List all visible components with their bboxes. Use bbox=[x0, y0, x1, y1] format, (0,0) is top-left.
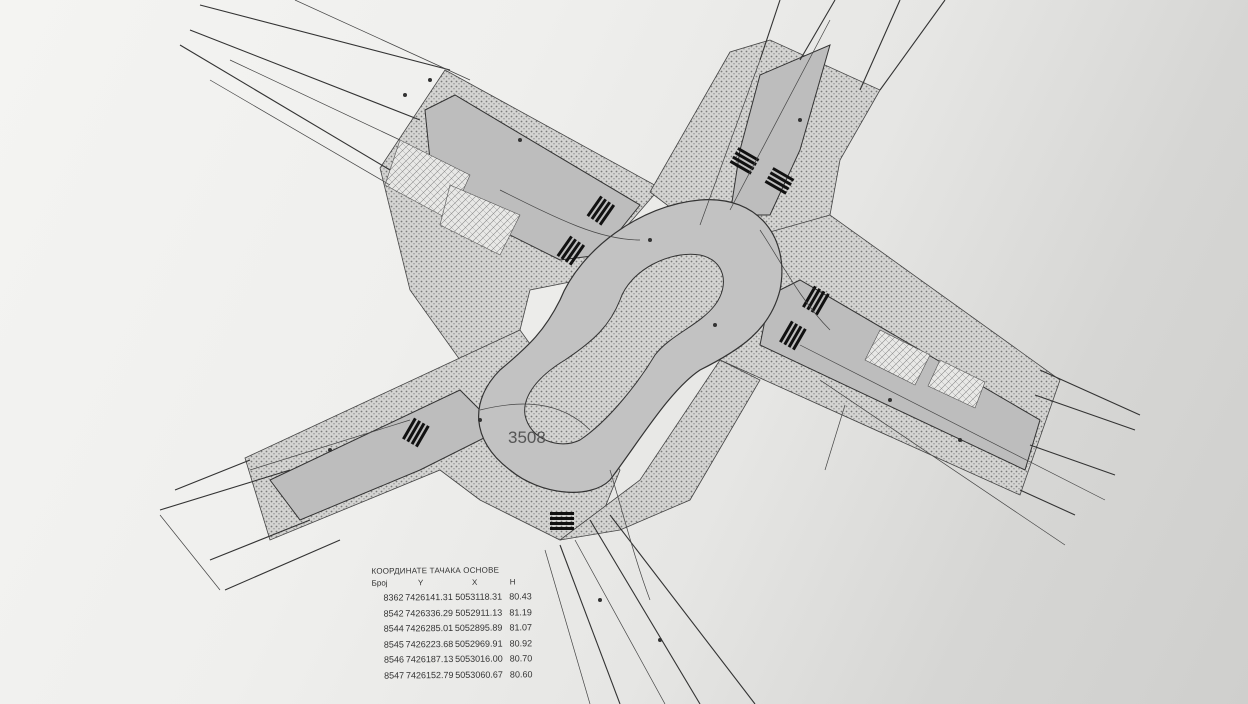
table-row: 8544 7426285.01 5052895.89 81.07 bbox=[372, 620, 532, 637]
col-header-x: X bbox=[471, 577, 478, 587]
coordinates-table-title: КООРДИНАТЕ ТАЧАКА ОСНОВЕ bbox=[371, 565, 500, 576]
central-island bbox=[524, 253, 724, 445]
table-row: 8545 7426223.68 5052969.91 80.92 bbox=[372, 636, 532, 653]
cell-h: 80.92 bbox=[509, 637, 533, 648]
crosswalk-sw bbox=[402, 417, 430, 448]
cell-y: 7426141.31 bbox=[405, 591, 453, 603]
sidewalk-s-corner bbox=[559, 359, 761, 541]
road-sw bbox=[269, 389, 501, 521]
table-row: 8546 7426187.13 5053016.00 80.70 bbox=[372, 651, 532, 668]
table-row: 8547 7426152.79 5053060.67 80.60 bbox=[372, 667, 532, 684]
crosswalk-e-1 bbox=[802, 285, 830, 316]
coordinates-table-header: Број Y X H bbox=[372, 577, 532, 587]
elevation-markers bbox=[328, 78, 962, 642]
cell-id: 8544 bbox=[383, 623, 404, 634]
crosswalk-nw-2 bbox=[556, 235, 586, 266]
col-header-h: H bbox=[509, 577, 516, 587]
survey-lines bbox=[159, 0, 1141, 704]
cell-x: 5052969.91 bbox=[454, 638, 503, 649]
cell-y: 7426223.68 bbox=[405, 638, 454, 649]
cell-x: 5053016.00 bbox=[455, 653, 503, 664]
cell-id: 8545 bbox=[383, 638, 404, 650]
cell-h: 80.43 bbox=[509, 591, 532, 602]
crosswalk-ne-2 bbox=[764, 167, 795, 195]
crosswalk-e-2 bbox=[779, 320, 807, 351]
cell-h: 80.70 bbox=[509, 653, 533, 664]
cell-id: 8542 bbox=[383, 607, 404, 619]
cell-id: 8546 bbox=[383, 654, 405, 665]
col-header-id: Број bbox=[371, 578, 388, 588]
cell-x: 5052895.89 bbox=[454, 622, 503, 633]
cell-y: 7426187.13 bbox=[405, 653, 454, 665]
cell-id: 8547 bbox=[384, 669, 405, 681]
cell-x: 5052911.13 bbox=[455, 607, 503, 618]
crosswalk-ne-1 bbox=[729, 147, 760, 175]
table-row: 8542 7426336.29 5052911.13 81.19 bbox=[372, 605, 532, 622]
pedestrian-crossings bbox=[402, 147, 830, 530]
cell-y: 7426285.01 bbox=[405, 622, 454, 634]
cell-y: 7426336.29 bbox=[405, 607, 453, 618]
cell-h: 81.19 bbox=[509, 606, 532, 617]
cell-x: 5053060.67 bbox=[455, 669, 503, 680]
cell-x: 5053118.31 bbox=[455, 591, 503, 602]
cell-id: 8362 bbox=[383, 592, 404, 603]
crosswalk-nw-1 bbox=[586, 195, 616, 226]
table-row: 8362 7426141.31 5053118.31 80.43 bbox=[372, 589, 532, 606]
crosswalk-s bbox=[550, 512, 574, 530]
cell-h: 81.07 bbox=[509, 622, 533, 633]
col-header-y: Y bbox=[417, 578, 424, 588]
coordinates-table: КООРДИНАТЕ ТАЧАКА ОСНОВЕ Број Y X H 8362… bbox=[371, 565, 532, 683]
cell-y: 7426152.79 bbox=[405, 669, 454, 680]
center-label: 3508 bbox=[508, 428, 546, 447]
parking-patches bbox=[384, 139, 986, 409]
cell-h: 80.60 bbox=[509, 668, 533, 679]
